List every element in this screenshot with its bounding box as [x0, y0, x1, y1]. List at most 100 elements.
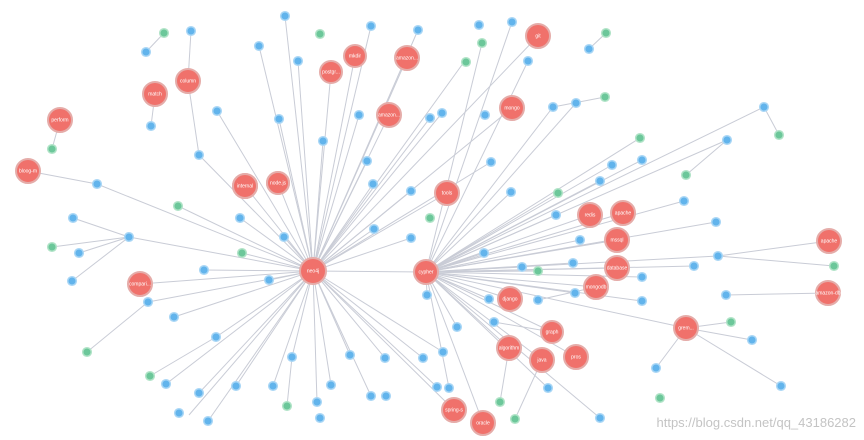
node-mkdir[interactable]: mkdir	[343, 44, 367, 68]
node-circle[interactable]	[604, 227, 630, 253]
node-circle[interactable]	[563, 344, 589, 370]
blue-node[interactable]	[758, 101, 770, 113]
blue-node[interactable]	[688, 260, 700, 272]
green-node[interactable]	[680, 169, 692, 181]
node-circle[interactable]	[319, 60, 343, 84]
blue-node[interactable]	[380, 390, 392, 402]
blue-node[interactable]	[746, 334, 758, 346]
node-circle[interactable]	[496, 335, 522, 361]
blue-node[interactable]	[516, 261, 528, 273]
blue-node[interactable]	[168, 311, 180, 323]
node-bloom[interactable]: bloog-m	[15, 158, 41, 184]
green-node[interactable]	[725, 316, 737, 328]
blue-node[interactable]	[712, 250, 724, 262]
blue-node[interactable]	[185, 25, 197, 37]
blue-node[interactable]	[485, 156, 497, 168]
blue-node[interactable]	[234, 212, 246, 224]
blue-node[interactable]	[488, 316, 500, 328]
blue-node[interactable]	[267, 380, 279, 392]
blue-node[interactable]	[547, 101, 559, 113]
blue-node[interactable]	[311, 396, 323, 408]
node-circle[interactable]	[15, 158, 41, 184]
node-gremlin[interactable]: grem...	[673, 315, 699, 341]
node-circle[interactable]	[175, 68, 201, 94]
green-node[interactable]	[314, 28, 326, 40]
blue-node[interactable]	[210, 331, 222, 343]
node-circle[interactable]	[266, 171, 290, 195]
node-circle[interactable]	[470, 410, 496, 436]
green-node[interactable]	[828, 260, 840, 272]
blue-node[interactable]	[317, 135, 329, 147]
node-amazon2[interactable]: amazon...	[376, 102, 402, 128]
node-hub_cypher[interactable]: cypher	[413, 259, 439, 285]
green-node[interactable]	[600, 27, 612, 39]
blue-node[interactable]	[198, 264, 210, 276]
green-node[interactable]	[172, 200, 184, 212]
blue-node[interactable]	[424, 112, 436, 124]
node-circle[interactable]	[604, 255, 630, 281]
green-node[interactable]	[158, 27, 170, 39]
blue-node[interactable]	[73, 247, 85, 259]
blue-node[interactable]	[594, 175, 606, 187]
blue-node[interactable]	[479, 109, 491, 121]
blue-node[interactable]	[583, 43, 595, 55]
blue-node[interactable]	[436, 107, 448, 119]
node-spring[interactable]: spring-s	[441, 397, 467, 423]
node-circle[interactable]	[232, 173, 258, 199]
blue-node[interactable]	[325, 379, 337, 391]
node-circle[interactable]	[376, 102, 402, 128]
node-mongodb[interactable]: mongodb	[583, 274, 609, 300]
node-django[interactable]: django	[497, 286, 523, 312]
node-pros[interactable]: pros	[563, 344, 589, 370]
green-node[interactable]	[281, 400, 293, 412]
node-graph[interactable]: graph	[540, 320, 564, 344]
node-compare[interactable]: compari...	[127, 271, 153, 297]
blue-node[interactable]	[286, 351, 298, 363]
blue-node[interactable]	[66, 275, 78, 287]
node-postgres[interactable]: postgr...	[319, 60, 343, 84]
blue-node[interactable]	[437, 346, 449, 358]
blue-node[interactable]	[567, 257, 579, 269]
node-circle[interactable]	[499, 95, 525, 121]
blue-node[interactable]	[253, 40, 265, 52]
blue-node[interactable]	[273, 113, 285, 125]
green-node[interactable]	[509, 413, 521, 425]
blue-node[interactable]	[451, 321, 463, 333]
node-hub_neo4j[interactable]: neo4j	[299, 257, 327, 285]
blue-node[interactable]	[542, 382, 554, 394]
blue-node[interactable]	[67, 212, 79, 224]
blue-node[interactable]	[405, 232, 417, 244]
blue-node[interactable]	[379, 352, 391, 364]
blue-node[interactable]	[279, 10, 291, 22]
green-node[interactable]	[634, 132, 646, 144]
blue-node[interactable]	[570, 97, 582, 109]
blue-node[interactable]	[636, 271, 648, 283]
blue-node[interactable]	[594, 412, 606, 424]
node-circle[interactable]	[127, 271, 153, 297]
node-circle[interactable]	[577, 202, 603, 228]
blue-node[interactable]	[230, 380, 242, 392]
node-oracle[interactable]: oracle	[470, 410, 496, 436]
node-column[interactable]: column	[175, 68, 201, 94]
blue-node[interactable]	[443, 382, 455, 394]
green-node[interactable]	[144, 370, 156, 382]
node-match[interactable]: match	[142, 81, 168, 107]
blue-node[interactable]	[292, 55, 304, 67]
node-nodejs2[interactable]: node.js	[266, 171, 290, 195]
blue-node[interactable]	[522, 55, 534, 67]
green-node[interactable]	[236, 247, 248, 259]
blue-node[interactable]	[367, 178, 379, 190]
blue-node[interactable]	[344, 349, 356, 361]
green-node[interactable]	[599, 91, 611, 103]
blue-node[interactable]	[483, 293, 495, 305]
node-tools[interactable]: tools	[434, 180, 460, 206]
blue-node[interactable]	[160, 378, 172, 390]
blue-node[interactable]	[574, 234, 586, 246]
node-circle[interactable]	[299, 257, 327, 285]
node-amazon1[interactable]: amazon...	[394, 45, 420, 71]
blue-node[interactable]	[353, 109, 365, 121]
blue-node[interactable]	[91, 178, 103, 190]
blue-node[interactable]	[650, 362, 662, 374]
node-amazondb[interactable]: amazon-db	[815, 280, 841, 306]
node-circle[interactable]	[394, 45, 420, 71]
